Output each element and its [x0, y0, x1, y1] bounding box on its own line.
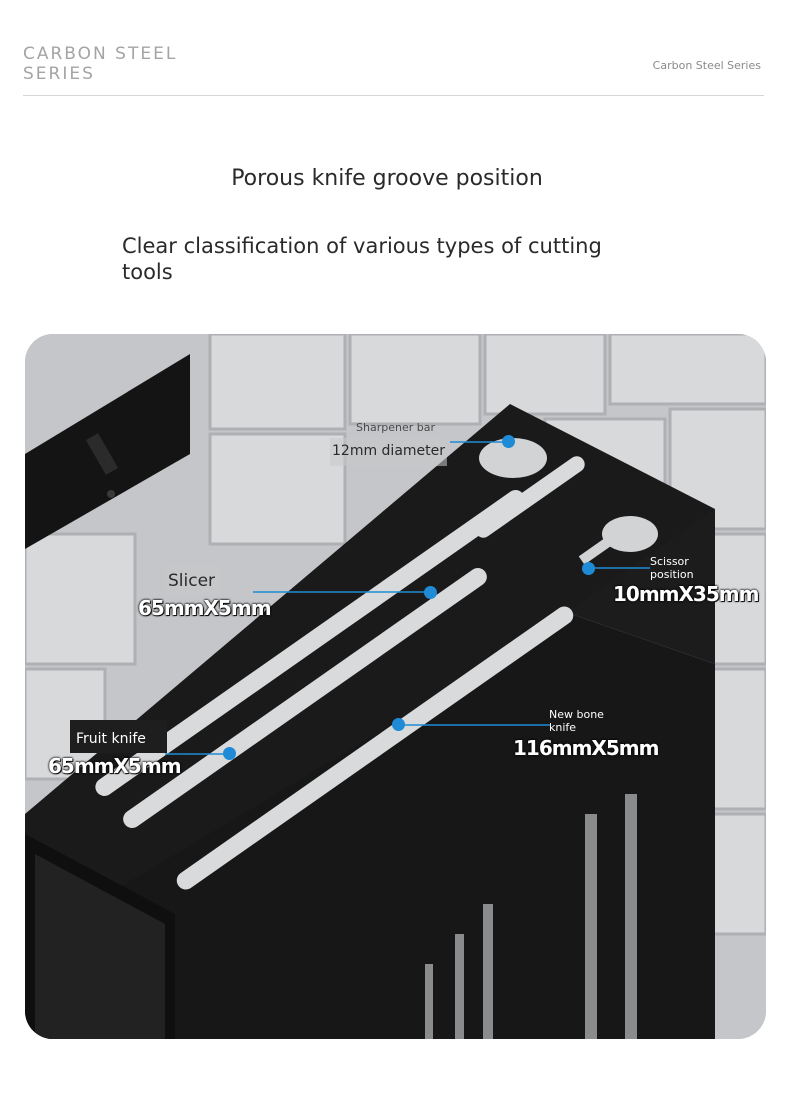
slicer-title-box [165, 566, 221, 594]
slicer-title: Slicer [168, 571, 216, 591]
bone-knife-title-1: New bone [549, 708, 604, 721]
slicer-spec: 65mmX5mm [138, 596, 272, 620]
annotation-layer [165, 441, 650, 755]
section-heading-text: Porous knife groove position [231, 166, 543, 191]
bone-knife-title-2: knife [549, 721, 577, 734]
product-photo: Sharpener bar 12mm diameter Slicer 65mmX… [25, 334, 766, 1039]
bone-knife-marker [392, 718, 405, 731]
sharpener-title: Sharpener bar [356, 421, 435, 434]
slicer-marker [424, 586, 437, 599]
sharpener-spec: 12mm diameter [332, 443, 446, 459]
section-heading: Porous knife groove position [0, 166, 790, 191]
section-subheading: Clear classification of various types of… [122, 234, 602, 284]
fruit-knife-marker [223, 747, 236, 760]
bone-knife-spec: 116mmX5mm [513, 736, 659, 760]
sharpener-spec-box [330, 438, 447, 466]
scissor-title-1: Scissor [650, 555, 689, 568]
fruit-knife-title: Fruit knife [76, 731, 146, 747]
fruit-knife-title-box [70, 720, 167, 753]
scissor-spec: 10mmX35mm [613, 582, 759, 606]
fruit-knife-spec: 65mmX5mm [48, 754, 182, 778]
scissor-title-2: position [650, 568, 694, 581]
sharpener-marker [502, 435, 515, 448]
header-divider [23, 95, 764, 96]
series-label: Carbon Steel Series [652, 59, 761, 72]
scissor-marker [582, 562, 595, 575]
brand-title: CARBON STEEL SERIES [23, 44, 178, 84]
